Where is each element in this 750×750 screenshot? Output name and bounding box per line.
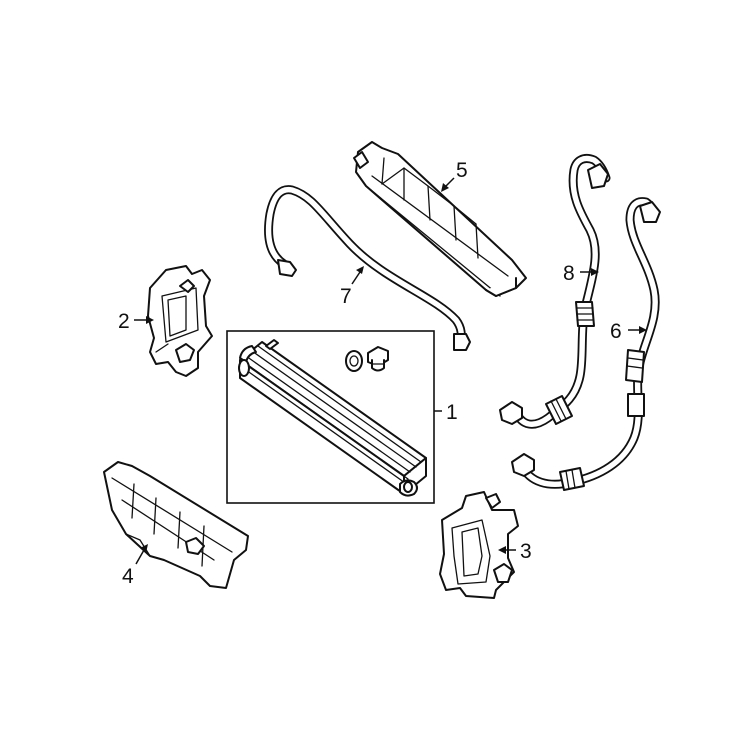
- bracket-left: [147, 265, 213, 377]
- callout-7: 7: [340, 285, 352, 308]
- callout-leader-8: [580, 268, 599, 276]
- callout-4: 4: [122, 565, 134, 588]
- callout-2: 2: [118, 310, 130, 333]
- bracket-right: [439, 491, 519, 599]
- callout-6: 6: [610, 320, 622, 343]
- callout-leader-7: [351, 266, 364, 285]
- callout-1: 1: [446, 401, 458, 424]
- callout-leader-6: [628, 326, 647, 334]
- coolant-hose-7: [264, 185, 471, 351]
- callout-leader-4: [135, 544, 148, 565]
- callout-8: 8: [563, 262, 575, 285]
- part-1-group-box: [226, 330, 435, 504]
- drain-plug: [367, 346, 389, 372]
- air-deflector-upper: [353, 141, 527, 297]
- callout-leader-2: [134, 316, 154, 324]
- callout-leader-5: [441, 177, 455, 192]
- oil-cooler-line-6: [511, 197, 661, 491]
- callout-5: 5: [456, 159, 468, 182]
- oil-cooler-line-8: [499, 153, 611, 429]
- air-deflector-lower: [103, 461, 249, 589]
- callout-3: 3: [520, 540, 532, 563]
- seal-ring: [345, 350, 363, 372]
- intercooler: [238, 339, 427, 497]
- callout-leader-3: [498, 546, 516, 554]
